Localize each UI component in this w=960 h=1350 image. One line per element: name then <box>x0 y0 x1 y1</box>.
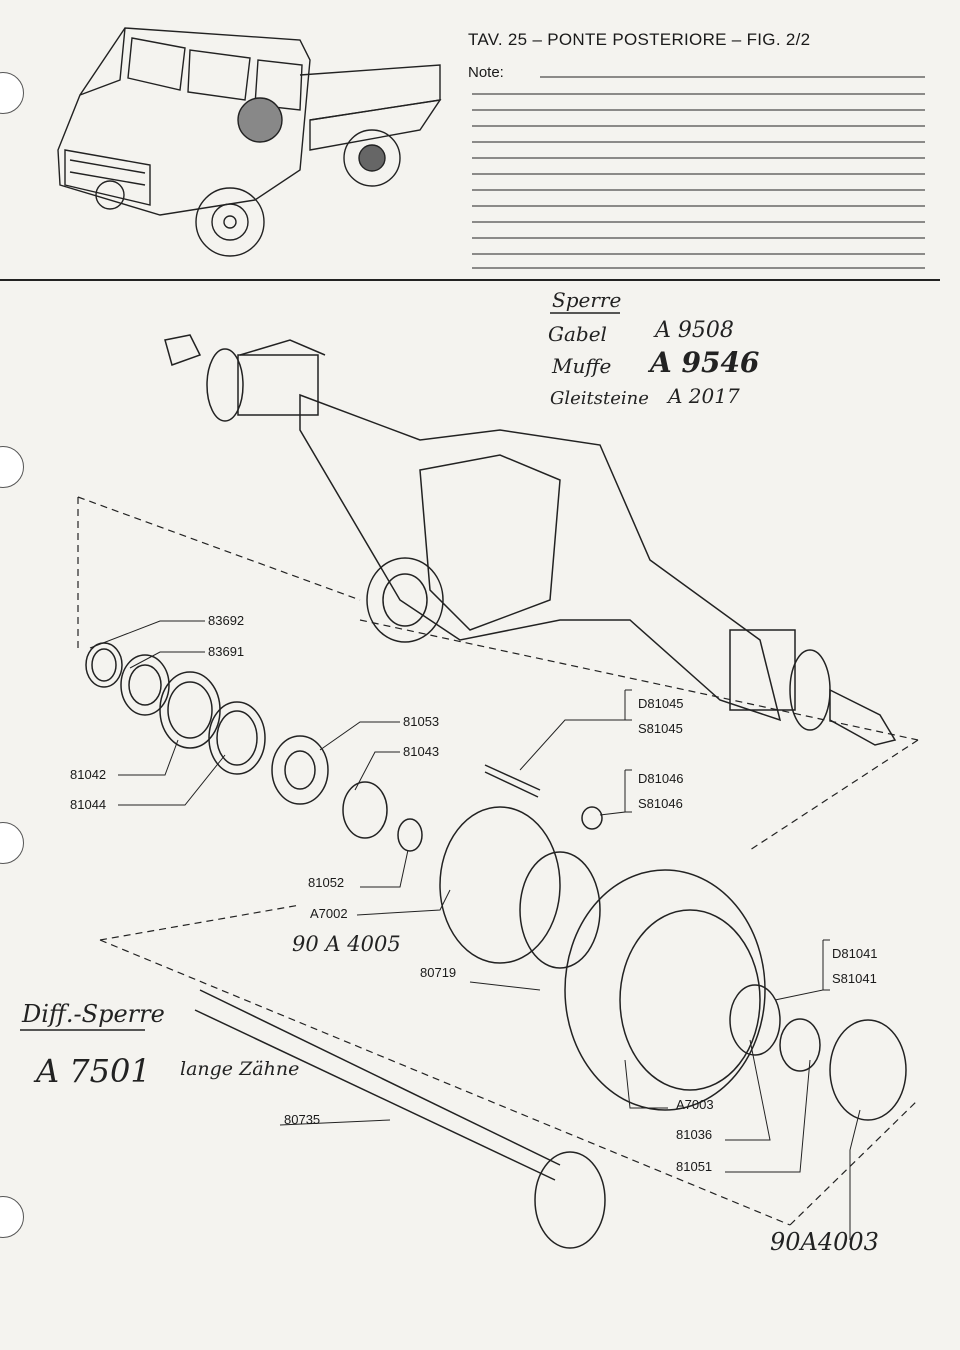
handwritten-sperre: Sperre <box>552 288 622 312</box>
page-title: TAV. 25 – PONTE POSTERIORE – FIG. 2/2 <box>468 30 811 49</box>
label-a7002: A7002 <box>310 906 348 921</box>
label-d81046: D81046 <box>638 771 684 786</box>
assembly-dashed-outline <box>77 496 919 1226</box>
handwritten-hub-note: 90 A 4005 <box>292 932 401 956</box>
leader-lines <box>89 620 861 1240</box>
handwritten-gasket-note: 90A4003 <box>770 1228 879 1256</box>
axle-housing <box>164 334 897 746</box>
label-83692: 83692 <box>208 613 245 628</box>
handwritten-diff-sperre: Diff.-Sperre <box>22 1000 165 1028</box>
label-81053: 81053 <box>403 714 440 729</box>
label-81044: 81044 <box>70 797 107 812</box>
handwritten-gabel-label: Gabel <box>548 322 607 346</box>
label-80719: 80719 <box>420 965 457 980</box>
handwritten-muffe-label: Muffe <box>552 354 612 378</box>
label-81036: 81036 <box>676 1127 713 1142</box>
hub-parts <box>85 642 907 1249</box>
label-81042: 81042 <box>70 767 107 782</box>
note-lines <box>472 76 925 269</box>
label-81043: 81043 <box>403 744 440 759</box>
label-s81041: S81041 <box>832 971 877 986</box>
label-d81045: D81045 <box>638 696 684 711</box>
label-83691: 83691 <box>208 644 245 659</box>
truck-illustration <box>57 27 442 257</box>
label-s81046: S81046 <box>638 796 683 811</box>
note-label: Note: <box>468 64 504 81</box>
handwritten-lange-zahne: lange Zähne <box>180 1058 300 1080</box>
label-a7003: A7003 <box>676 1097 714 1112</box>
label-81052: 81052 <box>308 875 345 890</box>
handwritten-muffe-code: A 9546 <box>650 346 760 379</box>
label-d81041: D81041 <box>832 946 878 961</box>
label-81051: 81051 <box>676 1159 713 1174</box>
handwritten-gleitsteine-code: A 2017 <box>668 384 740 408</box>
handwritten-diff-code: A 7501 <box>36 1052 151 1090</box>
handwritten-gabel-code: A 9508 <box>655 318 734 343</box>
handwritten-gleitsteine-label: Gleitsteine <box>550 388 649 409</box>
label-80735: 80735 <box>284 1112 321 1127</box>
label-s81045: S81045 <box>638 721 683 736</box>
